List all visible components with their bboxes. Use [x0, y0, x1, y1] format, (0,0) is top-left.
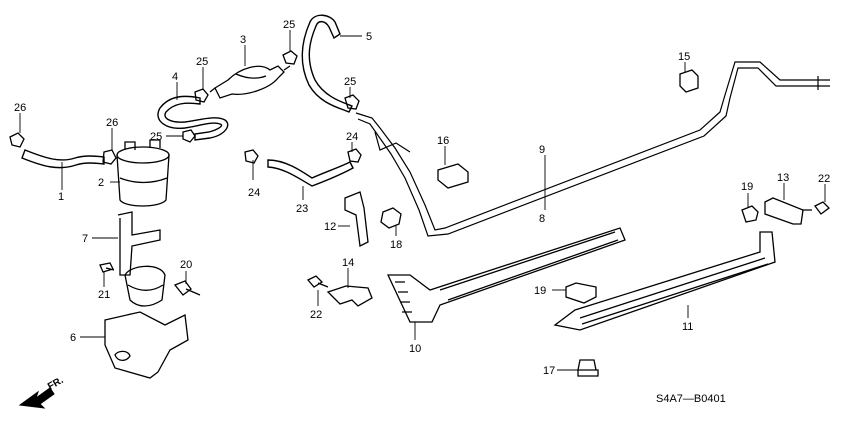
clamp-25-a — [194, 88, 209, 103]
callout-25-c25a: 25 — [196, 56, 208, 68]
callout-labels: 2612624252532552524242372120612181615981… — [14, 19, 830, 377]
clip-19-upper — [741, 205, 759, 223]
clip-14 — [326, 285, 373, 307]
callout-17-c17: 17 — [543, 365, 555, 377]
front-arrow-icon — [18, 387, 55, 409]
callout-25-c25b: 25 — [150, 131, 162, 143]
bolt-21 — [99, 262, 115, 273]
clamp-25-b — [182, 129, 196, 143]
callout-3-c3: 3 — [240, 34, 246, 46]
fuel-filter-2 — [116, 139, 170, 207]
bracket-12 — [344, 191, 369, 247]
callout-24-c24a: 24 — [346, 131, 358, 143]
bolt-20 — [173, 280, 201, 296]
callout-13-c13: 13 — [777, 172, 789, 184]
callout-21-c21: 21 — [98, 289, 110, 301]
hose-1 — [21, 149, 105, 169]
callout-12-c12: 12 — [324, 221, 336, 233]
bracket-7 — [117, 211, 161, 276]
callout-22-c22a: 22 — [310, 309, 322, 321]
callout-11-c11: 11 — [682, 321, 693, 333]
hose-23 — [267, 159, 354, 187]
bracket-6 — [104, 311, 189, 379]
hose-5 — [301, 14, 353, 113]
callout-26-c26b: 26 — [106, 117, 118, 129]
clamp-24-left — [244, 149, 259, 164]
callout-1-c1: 1 — [58, 191, 64, 203]
clamp-25-top — [282, 50, 298, 65]
grommet-17 — [577, 359, 599, 377]
callout-16-c16: 16 — [437, 135, 449, 147]
callout-9-c9: 9 — [539, 144, 545, 156]
clamp-25-d — [344, 94, 360, 110]
clamp-24-right — [347, 148, 362, 163]
leader-lines — [19, 30, 826, 371]
clip-15 — [679, 69, 699, 93]
diagram-code: S4A7—B0401 — [656, 393, 726, 405]
callout-8-c8: 8 — [539, 213, 545, 225]
callout-26-c26a: 26 — [14, 102, 26, 114]
front-direction-label: FR. — [46, 375, 66, 393]
bolt-22-right — [802, 201, 830, 215]
clip-16 — [437, 163, 469, 189]
callout-25-c25c: 25 — [283, 19, 295, 31]
callout-25-c25d: 25 — [344, 76, 356, 88]
clip-18 — [380, 207, 402, 229]
callout-19-c19b: 19 — [741, 181, 753, 193]
callout-2-c2: 2 — [98, 177, 104, 189]
clip-19-lower — [565, 282, 597, 304]
protector-10 — [386, 227, 626, 323]
pulsation-damper-3 — [209, 65, 291, 99]
callout-20-c20: 20 — [180, 259, 192, 271]
callout-6-c6: 6 — [70, 332, 76, 344]
bracket-13 — [764, 197, 804, 225]
clamp-26-right — [102, 149, 117, 165]
hose-4 — [157, 95, 229, 141]
callout-23-c23: 23 — [296, 203, 308, 215]
clamp-26-left — [9, 132, 25, 148]
protector-11 — [553, 231, 776, 331]
fuel-pipes-8-9 — [355, 61, 830, 237]
callout-15-c15: 15 — [678, 51, 690, 63]
callout-14-c14: 14 — [342, 257, 354, 269]
callout-5-c5: 5 — [366, 31, 372, 43]
filter-holder — [124, 265, 166, 307]
bolt-22-left — [306, 275, 329, 288]
callout-10-c10: 10 — [409, 343, 421, 355]
callout-4-c4: 4 — [172, 71, 178, 83]
callout-7-c7: 7 — [82, 233, 88, 245]
callout-24-c24b: 24 — [248, 187, 260, 199]
callout-18-c18: 18 — [390, 239, 402, 251]
callout-19-c19a: 19 — [534, 285, 546, 297]
callout-22-c22b: 22 — [818, 173, 830, 185]
